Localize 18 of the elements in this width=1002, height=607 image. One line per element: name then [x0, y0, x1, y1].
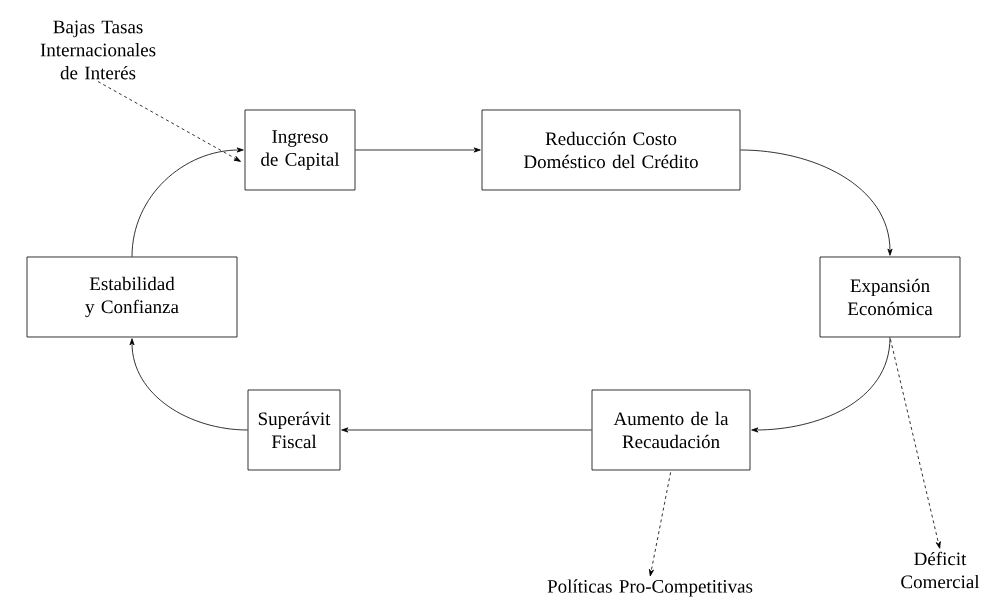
arrow: [740, 149, 893, 256]
arrow: [341, 427, 592, 433]
arrow: [890, 338, 941, 549]
process-box: Reducción Costo Doméstico del Crédito: [481, 109, 741, 191]
process-box: Ingreso de Capital: [244, 109, 356, 191]
process-box: Estabilidad y Confianza: [26, 256, 238, 338]
process-box: Superávit Fiscal: [247, 389, 341, 471]
arrow: [131, 147, 244, 257]
process-box: Expansión Económica: [819, 256, 961, 338]
node-label: Déficit Comercial: [901, 551, 980, 589]
process-box: Aumento de la Recaudación: [591, 389, 751, 471]
node-label: Políticas Pro-Competitivas: [547, 579, 753, 597]
node-label: Bajas Tasas Internacionales de Interés: [40, 20, 156, 80]
arrow: [129, 338, 248, 431]
arrow: [649, 471, 671, 577]
arrow: [97, 81, 241, 162]
arrow: [751, 337, 891, 433]
arrow: [355, 147, 481, 153]
